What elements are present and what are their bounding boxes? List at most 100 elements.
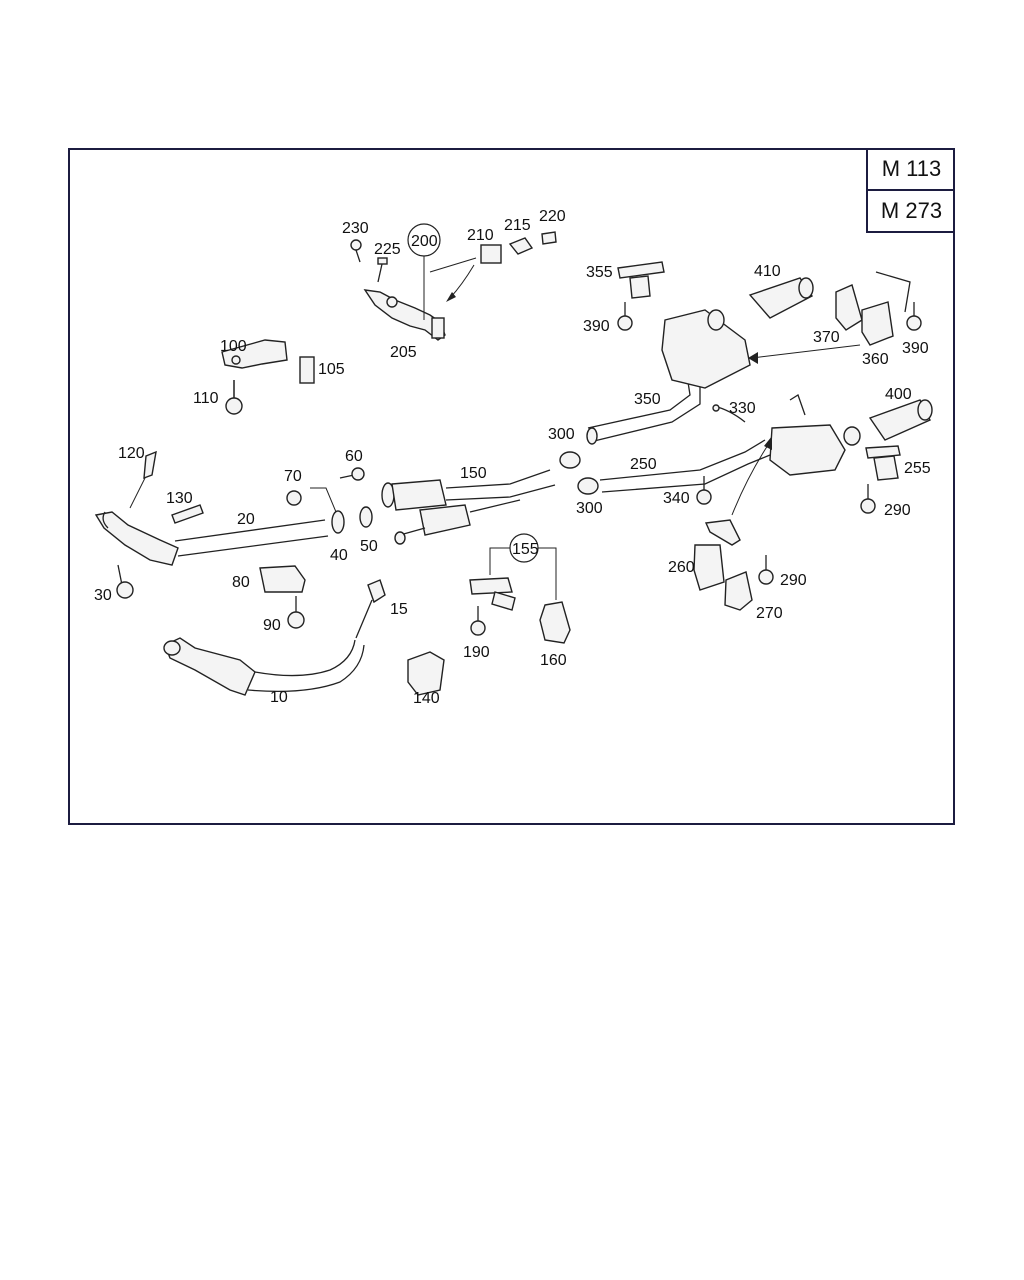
- plate-105: [299, 356, 315, 384]
- label-290-upper: 290: [884, 502, 911, 519]
- arrow-210: [449, 264, 475, 299]
- label-210: 210: [467, 227, 494, 244]
- label-120: 120: [118, 445, 145, 462]
- label-260: 260: [668, 559, 695, 576]
- bracket-260: [693, 519, 741, 591]
- arrow-head-210: [446, 292, 456, 302]
- rear-muffler-left: [661, 309, 751, 389]
- pipe-10-riser: [355, 599, 373, 639]
- pipe-20-bottom: [177, 535, 329, 557]
- arrow-head-rear-right: [764, 436, 772, 450]
- pipe-350-top: [587, 381, 691, 429]
- bracket-330: [712, 404, 746, 423]
- label-255: 255: [904, 460, 931, 477]
- rear-muffler-right: [769, 394, 861, 476]
- clamp-300-upper: [559, 451, 581, 469]
- label-90: 90: [263, 617, 281, 634]
- pipe-250-top: [599, 439, 766, 481]
- rubber-mount-160: [539, 601, 571, 644]
- label-300-lower: 300: [576, 500, 603, 517]
- label-290-lower: 290: [780, 572, 807, 589]
- diagram-frame: [68, 148, 955, 825]
- catalytic-converter-30: [94, 511, 179, 566]
- label-205: 205: [390, 344, 417, 361]
- pipe-350-bottom: [589, 385, 701, 443]
- label-340: 340: [663, 490, 690, 507]
- heat-shield-140: [407, 651, 445, 696]
- hanger-355: [617, 261, 665, 299]
- label-270: 270: [756, 605, 783, 622]
- label-60: 60: [345, 448, 363, 465]
- clip-210: [480, 244, 502, 264]
- bolt-230: [350, 239, 362, 263]
- bracket-100: [221, 339, 288, 369]
- bolt-60: [339, 467, 365, 481]
- label-215: 215: [504, 217, 531, 234]
- label-400: 400: [885, 386, 912, 403]
- leader-70-40: [310, 487, 337, 513]
- tailpipe-400: [868, 399, 933, 441]
- label-370: 370: [813, 329, 840, 346]
- bracket-360: [861, 271, 911, 346]
- label-150: 150: [460, 465, 487, 482]
- rubber-mount-270: [724, 571, 753, 611]
- clip-215: [508, 237, 534, 255]
- catalytic-converter-10: [163, 637, 256, 696]
- label-330: 330: [729, 400, 756, 417]
- label-30: 30: [94, 587, 112, 604]
- pipe-350-end: [586, 427, 598, 445]
- bolt-225: [377, 257, 388, 283]
- label-300-upper: 300: [548, 426, 575, 443]
- label-355: 355: [586, 264, 613, 281]
- label-40: 40: [330, 547, 348, 564]
- label-350: 350: [634, 391, 661, 408]
- label-50: 50: [360, 538, 378, 555]
- label-80: 80: [232, 574, 250, 591]
- bolt-110: [225, 380, 243, 415]
- clamp-300-lower: [577, 477, 599, 495]
- label-110: 110: [193, 390, 219, 407]
- label-155: 155: [512, 541, 539, 558]
- arrow-rear-left: [751, 344, 861, 359]
- oxygen-sensor-130: [171, 504, 204, 524]
- oxygen-sensor-120: [129, 450, 157, 509]
- pipe-10-bottom: [247, 644, 365, 693]
- label-105: 105: [318, 361, 345, 378]
- label-70: 70: [284, 468, 302, 485]
- bolt-290-upper: [860, 484, 876, 514]
- label-220: 220: [539, 208, 566, 225]
- rubber-mount-370: [835, 284, 863, 331]
- engine-code-box: M 113 M 273: [866, 148, 955, 233]
- label-230: 230: [342, 220, 369, 237]
- arrow-rear-right: [731, 441, 771, 516]
- pipe-20-top: [174, 519, 326, 542]
- hanger-255: [865, 445, 901, 481]
- seal-ring-50: [359, 506, 373, 528]
- label-225: 225: [374, 241, 401, 258]
- tailpipe-410: [748, 277, 814, 319]
- label-15: 15: [390, 601, 408, 618]
- label-200: 200: [411, 233, 438, 250]
- gasket-70: [286, 490, 302, 506]
- label-410: 410: [754, 263, 781, 280]
- leader-155-190: [489, 547, 510, 575]
- bolt-30: [116, 564, 134, 599]
- bracket-80: [259, 565, 306, 593]
- label-160: 160: [540, 652, 567, 669]
- engine-code-m273: M 273: [880, 197, 943, 223]
- bracket-assembly-205: [363, 289, 446, 341]
- leader-200-210: [429, 257, 477, 273]
- bolt-90: [287, 596, 305, 629]
- label-100: 100: [220, 338, 247, 355]
- label-130: 130: [166, 490, 193, 507]
- label-190: 190: [463, 644, 490, 661]
- bracket-190: [469, 577, 516, 611]
- bolt-340: [696, 476, 712, 505]
- clamp-15: [367, 579, 386, 604]
- label-10: 10: [270, 689, 288, 706]
- bolt-290-lower: [758, 555, 774, 585]
- label-360: 360: [862, 351, 889, 368]
- y-pipe-150: [381, 469, 556, 545]
- engine-code-m113: M 113: [868, 148, 955, 191]
